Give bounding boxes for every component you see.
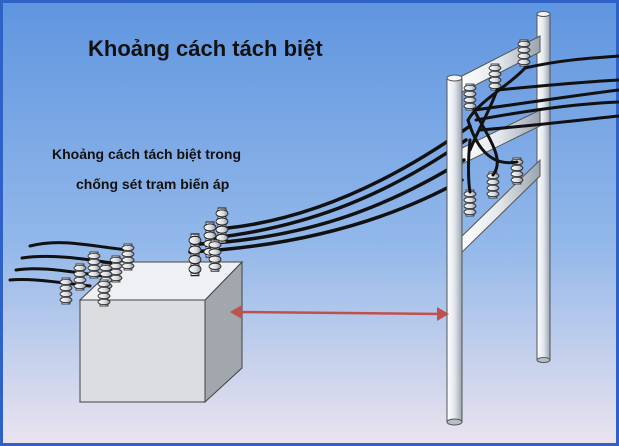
caption-line-1: Khoảng cách tách biệt trong <box>52 146 242 162</box>
diagram-title: Khoảng cách tách biệt <box>88 36 323 61</box>
front-pole <box>446 74 463 426</box>
feeder-cables <box>188 124 472 254</box>
caption-line-2: chống sét trạm biến áp <box>76 176 230 192</box>
line-cables-right <box>466 54 619 194</box>
double-arrow <box>230 305 449 321</box>
